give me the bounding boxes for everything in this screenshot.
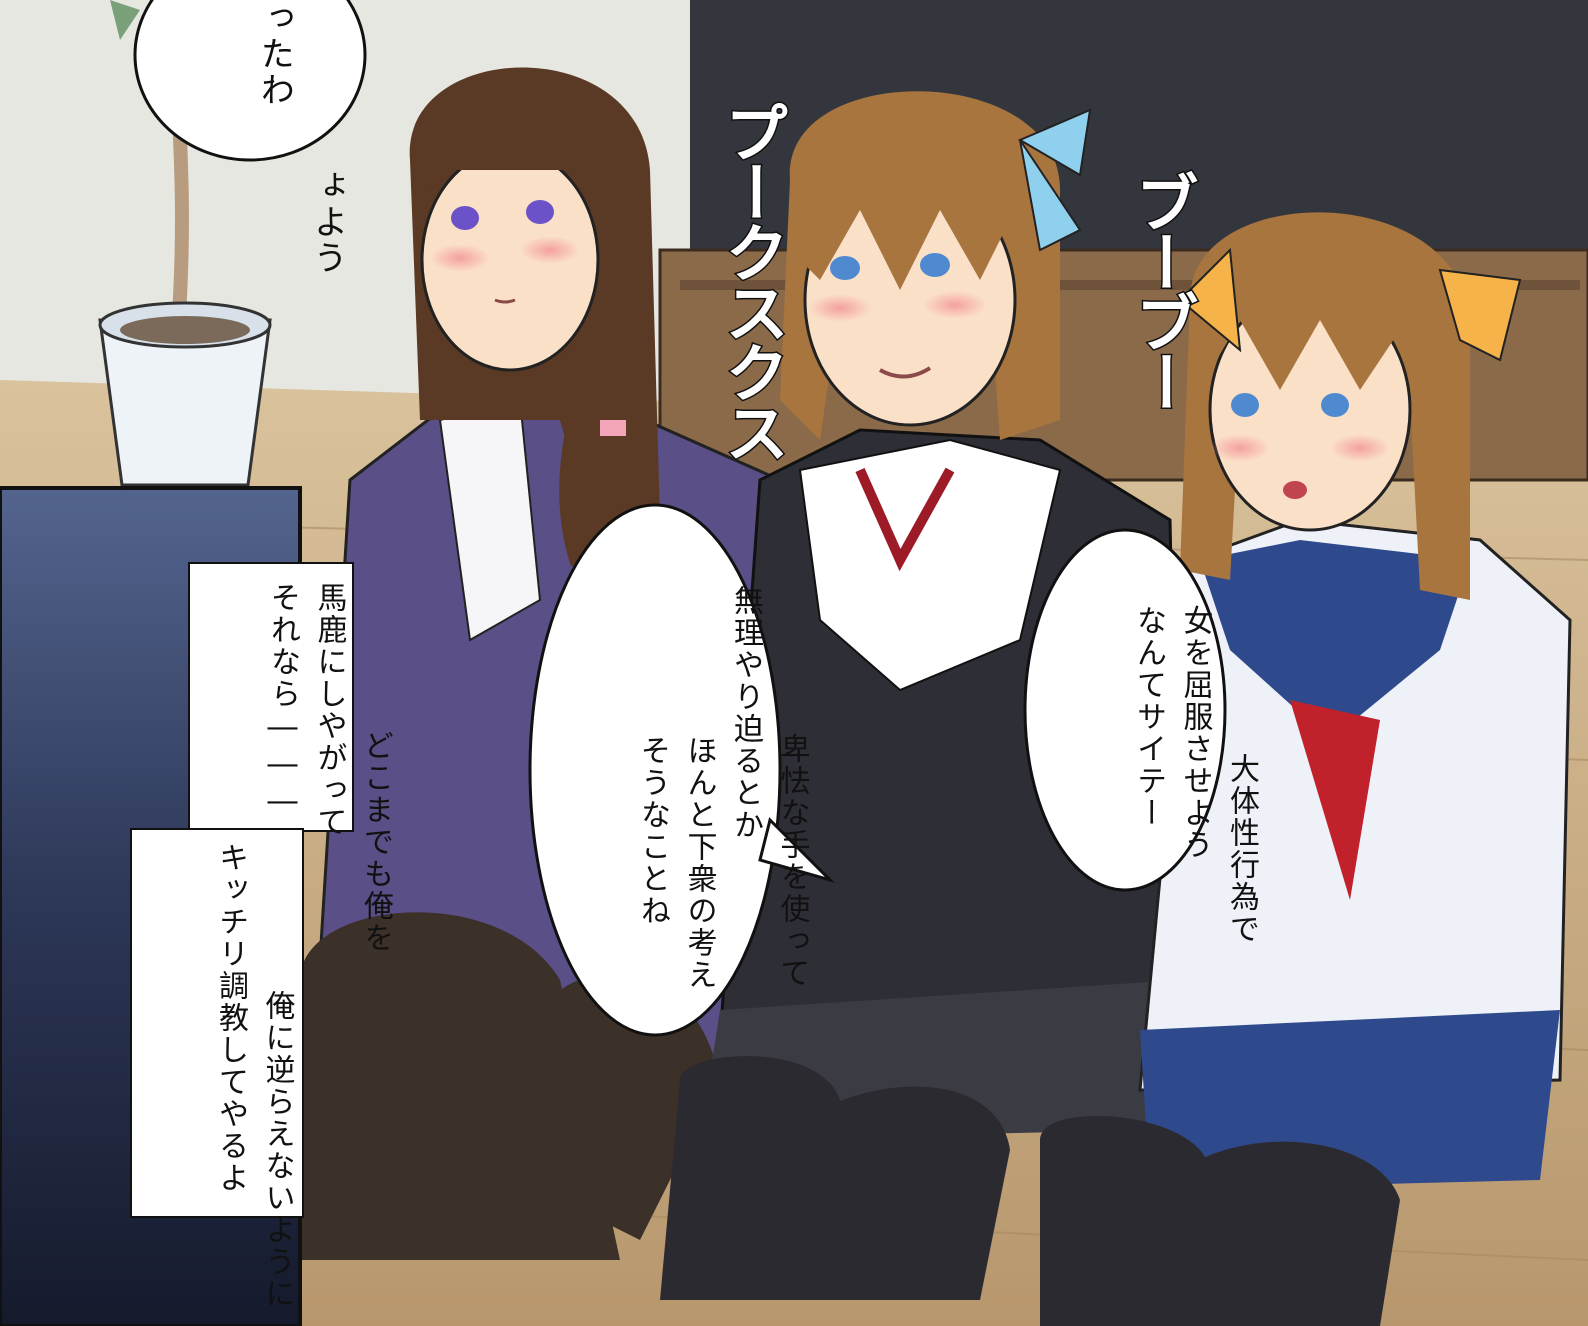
caption-upper-text: どこまでも俺を馬鹿にしやがってそれなら―――	[212, 582, 445, 954]
caption-box-lower	[130, 828, 304, 1218]
caption-line: どこまでも俺を	[358, 730, 393, 954]
speech-line: 卑怯な手を使って	[774, 733, 810, 989]
speech-line: ほんと下衆の考え	[681, 735, 717, 991]
speech-line: 無理やり迫るとか	[728, 585, 763, 841]
bubble-right	[1023, 528, 1227, 892]
caption-line: キッチリ調教してやるよ	[213, 842, 248, 1194]
speech-line: ょよう	[307, 168, 348, 276]
speech-line: なんてサイテー	[1131, 605, 1166, 829]
speech-line: 大体性行為で	[1224, 753, 1259, 945]
bubble-top-left	[133, 0, 367, 162]
bubble-center	[528, 503, 782, 1037]
caption-lower-text: 俺に逆らえないようにキッチリ調教してやるよ	[160, 842, 346, 1310]
caption-line: 俺に逆らえないように	[259, 990, 295, 1310]
caption-line: 馬鹿にしやがって	[311, 582, 347, 838]
speech-right-text: 大体性行為で女を屈服させようなんてサイテー	[1078, 605, 1311, 945]
sfx-giggle: プークスクス	[713, 99, 790, 462]
speech-center-text: 卑怯な手を使って無理やり迫るとかほんと下衆の考えそうなことね	[582, 585, 861, 1005]
speech-line: そうなことね	[635, 735, 670, 927]
speech-line: 女を屈服させよう	[1177, 605, 1213, 861]
sfx-pouting: ブーブー	[1123, 169, 1200, 412]
woman-sailor-uniform	[1040, 212, 1572, 1326]
speech-line: ったわ	[254, 0, 295, 108]
caption-line: それなら―――	[265, 582, 300, 821]
speech-top-left-text: ょよう ったわ	[195, 0, 406, 276]
